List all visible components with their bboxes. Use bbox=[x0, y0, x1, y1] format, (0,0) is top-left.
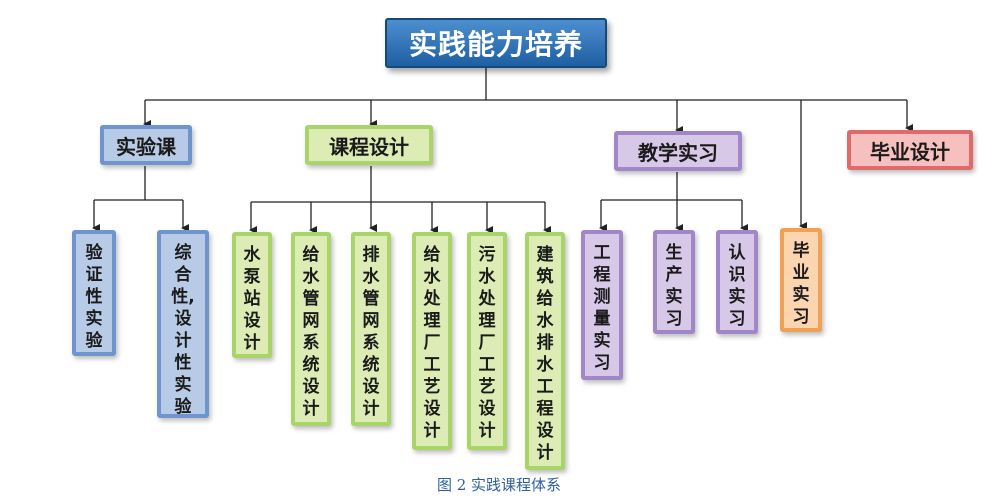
leaf-water-treatment-plant-design: 给水处理厂工艺设计 bbox=[412, 232, 452, 450]
category-course-design: 课程设计 bbox=[305, 125, 433, 165]
leaf-label: 工程测量实习 bbox=[593, 243, 611, 373]
category-label: 毕业设计 bbox=[870, 139, 950, 164]
category-teaching-internship: 教学实习 bbox=[614, 131, 742, 171]
leaf-cognition-internship: 认识实习 bbox=[716, 230, 758, 334]
root-label: 实践能力培养 bbox=[408, 28, 583, 61]
leaf-label: 生产实习 bbox=[665, 243, 683, 329]
leaf-water-supply-network-design: 给水管网系统设计 bbox=[291, 232, 331, 426]
category-graduation-design: 毕业设计 bbox=[847, 130, 973, 170]
figure-caption: 图 2 实践课程体系 bbox=[436, 476, 562, 494]
leaf-engineering-survey-internship: 工程测量实习 bbox=[581, 230, 623, 380]
root-node: 实践能力培养 bbox=[385, 18, 607, 68]
leaf-drainage-network-design: 排水管网系统设计 bbox=[351, 232, 391, 426]
leaf-pump-station-design: 水泵站设计 bbox=[232, 232, 272, 358]
leaf-label: 给水处理厂工艺设计 bbox=[423, 245, 441, 441]
leaf-production-internship: 生产实习 bbox=[653, 230, 695, 334]
leaf-building-water-drainage-design: 建筑给水排水工程设计 bbox=[525, 232, 565, 470]
leaf-label: 给水管网系统设计 bbox=[302, 245, 320, 419]
leaf-label: 排水管网系统设计 bbox=[362, 245, 380, 419]
leaf-label: 污水处理厂工艺设计 bbox=[478, 245, 496, 441]
leaf-label: 毕业实习 bbox=[792, 241, 810, 327]
leaf-graduation-internship: 毕业实习 bbox=[780, 228, 822, 332]
category-experiment-course: 实验课 bbox=[100, 125, 192, 165]
category-label: 教学实习 bbox=[638, 140, 718, 165]
leaf-label: 水泵站设计 bbox=[243, 245, 261, 353]
leaf-label: 认识实习 bbox=[728, 243, 746, 329]
category-label: 实验课 bbox=[116, 134, 176, 159]
leaf-verification-experiment: 验证性实验 bbox=[72, 230, 116, 356]
category-label: 课程设计 bbox=[329, 134, 409, 159]
leaf-sewage-treatment-plant-design: 污水处理厂工艺设计 bbox=[467, 232, 507, 450]
leaf-label: 验证性实验 bbox=[85, 243, 103, 351]
leaf-label: 综合性,设计性实验 bbox=[171, 243, 195, 417]
leaf-label: 建筑给水排水工程设计 bbox=[536, 245, 554, 463]
leaf-comprehensive-design-experiment: 综合性,设计性实验 bbox=[157, 230, 209, 418]
